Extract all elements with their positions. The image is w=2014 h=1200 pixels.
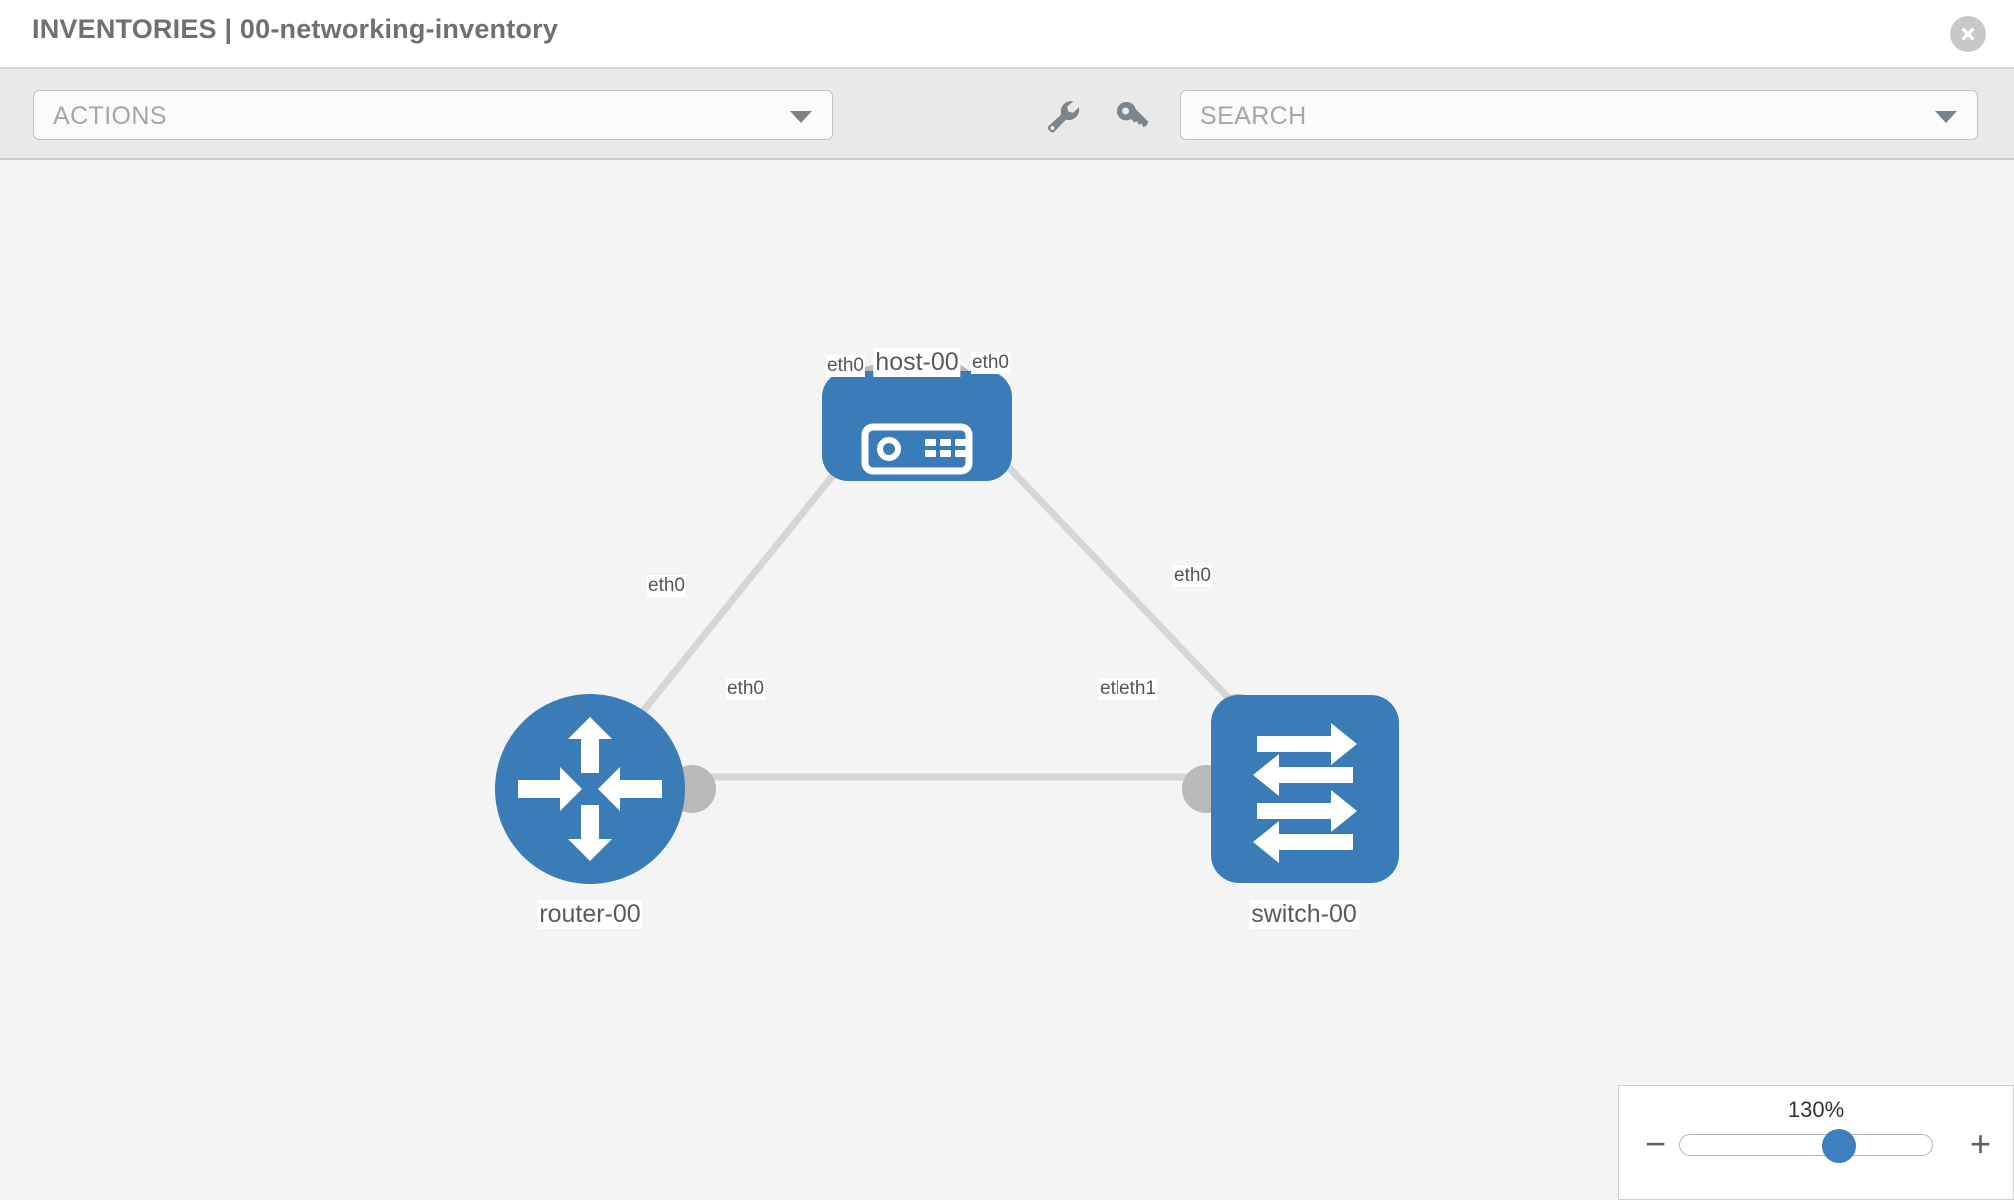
zoom-out-button[interactable]: − (1645, 1123, 1667, 1164)
node-host-00[interactable] (822, 371, 1012, 481)
key-icon[interactable] (1113, 99, 1153, 133)
iface-label-host00-eth0-right: eth0 (971, 352, 1010, 374)
page-header: INVENTORIES | 00-networking-inventory (0, 0, 2014, 69)
topology-graph (495, 363, 1399, 884)
iface-label-router00-eth0: eth0 (726, 678, 765, 700)
zoom-control: 130% − + (1618, 1085, 2014, 1200)
node-router-00[interactable] (495, 694, 685, 884)
toolbar: ACTIONS SEARCH (0, 69, 2014, 160)
node-label-router-00: router-00 (537, 900, 643, 929)
search-input[interactable]: SEARCH (1180, 90, 1978, 140)
iface-label-host00-eth0-left: eth0 (826, 355, 865, 377)
topology-canvas[interactable]: host-00 router-00 switch-00 eth0 eth0 et… (0, 160, 2014, 1200)
actions-dropdown-label: ACTIONS (53, 102, 167, 130)
switch-arrows-icon (1253, 723, 1357, 863)
zoom-slider-thumb[interactable] (1821, 1129, 1856, 1163)
actions-dropdown[interactable]: ACTIONS (33, 90, 833, 140)
server-device-icon (861, 423, 973, 475)
zoom-level-value: 130% (1787, 1097, 1845, 1122)
router-arrows-icon (518, 717, 662, 861)
chevron-down-icon (1935, 111, 1957, 123)
close-icon[interactable] (1950, 16, 1986, 52)
iface-label-switch00-uplink-eth0: eth0 (1173, 565, 1212, 587)
node-switch-00[interactable] (1211, 695, 1399, 883)
chevron-down-icon (790, 111, 812, 123)
wrench-icon[interactable] (1043, 99, 1083, 133)
iface-label-router00-uplink-eth0: eth0 (647, 575, 686, 597)
node-label-host-00: host-00 (873, 348, 961, 377)
iface-label-switch00-eth1: eth1 (1118, 678, 1157, 700)
search-placeholder: SEARCH (1200, 102, 1307, 130)
zoom-in-button[interactable]: + (1969, 1123, 1991, 1164)
node-label-switch-00: switch-00 (1249, 900, 1359, 929)
zoom-slider[interactable] (1679, 1129, 1933, 1163)
page-title: INVENTORIES | 00-networking-inventory (32, 14, 559, 44)
